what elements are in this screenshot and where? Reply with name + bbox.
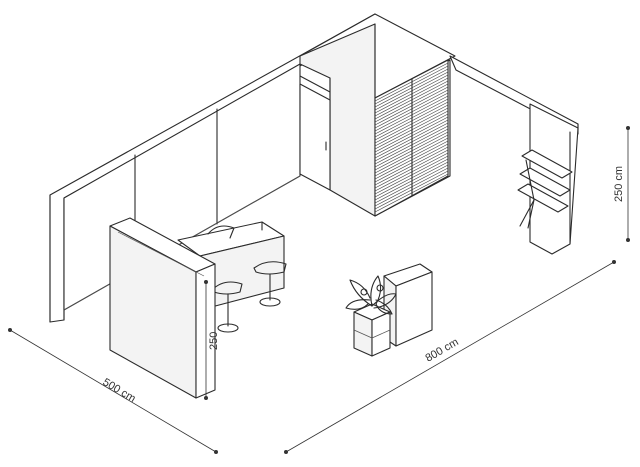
storage-door [299, 83, 331, 191]
right-side-wall [449, 55, 579, 255]
planter-stand [353, 303, 391, 357]
dimension-counter-height [204, 280, 208, 400]
depth-label: 500 cm [100, 376, 137, 405]
storage-room [299, 13, 456, 217]
bar-stools [207, 225, 287, 333]
dimension-width [284, 260, 616, 454]
plant [345, 275, 397, 315]
dimension-depth [8, 328, 218, 454]
height-label: 250 cm [613, 166, 625, 202]
wall-shelves [517, 149, 573, 229]
bar-counter [177, 221, 285, 311]
front-partition [109, 217, 216, 399]
width-label: 800 cm [424, 336, 461, 364]
counter-height-label: 250 [208, 332, 220, 350]
dimension-height [626, 126, 630, 242]
display-cabinet [383, 263, 433, 347]
